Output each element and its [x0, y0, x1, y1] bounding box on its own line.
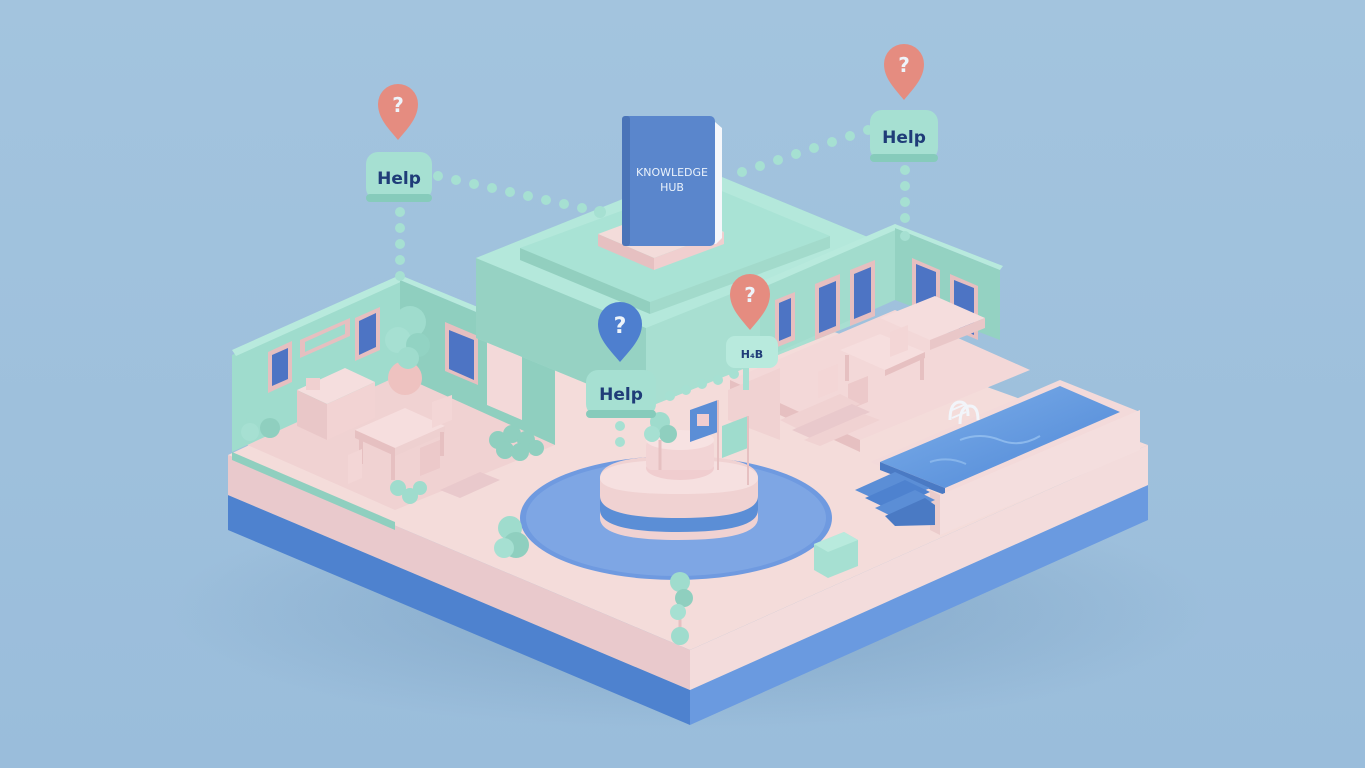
book-title-line1: KNOWLEDGE [636, 166, 708, 179]
terrace [728, 224, 1030, 452]
question-pin-icon [598, 302, 642, 362]
svg-text:?: ? [744, 283, 756, 307]
tree [670, 572, 693, 645]
question-pin-icon [730, 274, 770, 330]
knowledge-hub-book: KNOWLEDGE HUB [622, 116, 722, 246]
help-label: Help [599, 385, 643, 405]
tree [494, 516, 529, 558]
reception-plaza [494, 400, 858, 645]
tree [644, 412, 677, 470]
book-title-line2: HUB [660, 181, 684, 194]
dotted-connectors [395, 125, 910, 447]
svg-text:?: ? [614, 314, 627, 339]
help-marker-center-right: ? H₄B [726, 274, 778, 390]
pool [855, 380, 1140, 535]
help-label: Help [377, 169, 421, 189]
question-pin-icon [378, 84, 418, 140]
question-pin-icon [884, 44, 924, 100]
svg-text:?: ? [392, 93, 404, 117]
help-label: Help [882, 128, 926, 148]
help-label: H₄B [741, 348, 763, 361]
svg-text:?: ? [898, 53, 910, 77]
help-marker-top-right: ? Help [870, 44, 938, 162]
dining-room [232, 275, 558, 530]
help-marker-center: ? Help [586, 302, 656, 418]
help-marker-top-left: ? Help [366, 84, 432, 202]
